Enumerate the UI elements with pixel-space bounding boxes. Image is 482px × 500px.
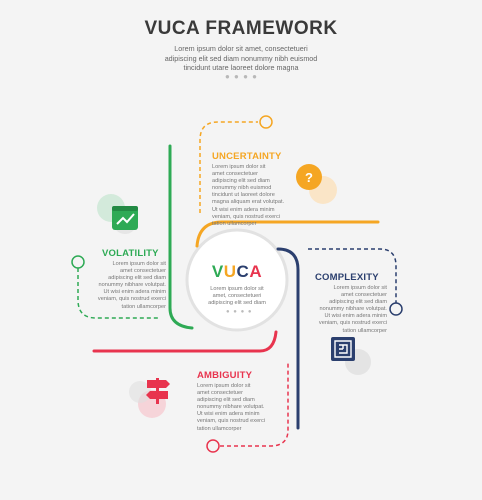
body-line: nonummy nibhare volutpat. bbox=[98, 282, 166, 289]
center-letter-c: C bbox=[236, 262, 250, 281]
uncertainty-connector bbox=[199, 121, 258, 213]
volatility-dot bbox=[71, 255, 85, 269]
body-line: adipiscing elit sed diam bbox=[329, 299, 387, 306]
center-body: Lorem ipsum dolor sit amet, consectetuer… bbox=[197, 286, 277, 307]
body-line: Ut wisi enim adera minim bbox=[103, 289, 166, 296]
complexity-line bbox=[276, 247, 300, 430]
uncertainty-line bbox=[195, 220, 380, 248]
signpost-icon bbox=[146, 378, 170, 404]
uncertainty-title: UNCERTAINTY bbox=[212, 151, 282, 162]
body-line: amet consectetuer bbox=[119, 268, 166, 275]
complexity-dot bbox=[389, 302, 403, 316]
body-line: tation ullamcorper bbox=[121, 303, 166, 310]
body-line: veniam, quis nostrud exerci bbox=[318, 320, 387, 327]
question-icon: ? bbox=[305, 170, 313, 185]
uncertainty-body: Lorem ipsum dolor sit amet consectetuer … bbox=[212, 164, 307, 228]
body-line: Ut wisi enim adera minim bbox=[197, 411, 260, 418]
subtitle-line: adipiscing elit sed diam nonummy nibh eu… bbox=[164, 53, 318, 63]
body-line: nonummy nibhare volutpat. bbox=[197, 404, 265, 411]
volatility-title: VOLATILITY bbox=[102, 248, 159, 259]
center-dots: ● ● ● ● bbox=[226, 309, 253, 315]
chart-trend-icon bbox=[112, 206, 138, 230]
body-line: Lorem ipsum dolor sit bbox=[333, 285, 387, 291]
complexity-title: COMPLEXITY bbox=[315, 272, 379, 283]
center-letter-a: A bbox=[249, 262, 263, 281]
body-line: amet consectetuer bbox=[340, 292, 387, 299]
maze-icon bbox=[331, 337, 355, 361]
page-subtitle: Lorem ipsum dolor sit amet, consectetuer… bbox=[141, 44, 341, 73]
body-line: tation ullamcorper bbox=[342, 327, 387, 334]
body-line: magna aliquam erat volutpat. bbox=[212, 199, 285, 206]
body-line: Lorem ipsum dolor sit bbox=[212, 164, 266, 170]
center-circle bbox=[185, 228, 289, 332]
body-line: tation ullamcorper bbox=[212, 220, 257, 227]
svg-text:?: ? bbox=[305, 170, 313, 185]
complexity-connector bbox=[308, 248, 397, 303]
body-line: nonummy nibh euismod bbox=[212, 185, 272, 192]
body-line: Lorem ipsum dolor sit bbox=[112, 261, 166, 267]
body-line: tincidunt ut laoreet dolore bbox=[212, 192, 275, 199]
ambiguity-body: Lorem ipsum dolor sit amet consectetuer … bbox=[197, 383, 282, 433]
header-dots: ● ● ● ● bbox=[225, 72, 258, 81]
body-line: nonummy nibhare volutpat. bbox=[319, 306, 387, 313]
uncertainty-dot bbox=[259, 115, 273, 129]
body-line: Lorem ipsum dolor sit bbox=[210, 286, 264, 292]
body-line: Ut wisi enim adera minim bbox=[324, 313, 387, 320]
body-line: tation ullamcorper bbox=[197, 425, 242, 432]
body-line: amet consectetuer bbox=[197, 390, 244, 397]
body-line: amet consectetuer bbox=[212, 171, 259, 178]
complexity-body: Lorem ipsum dolor sit amet consectetuer … bbox=[309, 285, 387, 335]
body-line: veniam, quis nostrud exerci bbox=[197, 418, 266, 425]
volatility-body: Lorem ipsum dolor sit amet consectetuer … bbox=[96, 261, 166, 311]
center-vuca: VUCA bbox=[197, 262, 277, 282]
center-letter-v: V bbox=[211, 262, 224, 281]
page-title: VUCA FRAMEWORK bbox=[144, 18, 338, 39]
body-line: adipiscing elit sed diam bbox=[108, 275, 166, 282]
ambiguity-title: AMBIGUITY bbox=[197, 370, 253, 381]
ambiguity-connector bbox=[220, 362, 289, 447]
subtitle-line: Lorem ipsum dolor sit amet, consectetuer… bbox=[174, 44, 308, 53]
body-line: Ut wisi enim adera minim bbox=[212, 206, 275, 213]
volatility-line bbox=[168, 144, 194, 330]
body-line: adipiscing elit sed diam bbox=[197, 397, 255, 404]
ambiguity-line bbox=[92, 330, 278, 353]
body-line: adipiscing elit sed diam bbox=[208, 300, 266, 307]
ambiguity-dot bbox=[206, 439, 220, 453]
body-line: veniam, quis nostrud exerci bbox=[97, 296, 166, 303]
body-line: Lorem ipsum dolor sit bbox=[197, 383, 251, 389]
body-line: amet, consectetueri bbox=[212, 293, 262, 300]
body-line: veniam, quis nostrud exerci bbox=[212, 213, 281, 220]
body-line: adipiscing elit sed diam bbox=[212, 178, 270, 185]
center-letter-u: U bbox=[223, 262, 237, 281]
subtitle-line: tincidunt utare laoreet dolore magna bbox=[183, 63, 299, 73]
